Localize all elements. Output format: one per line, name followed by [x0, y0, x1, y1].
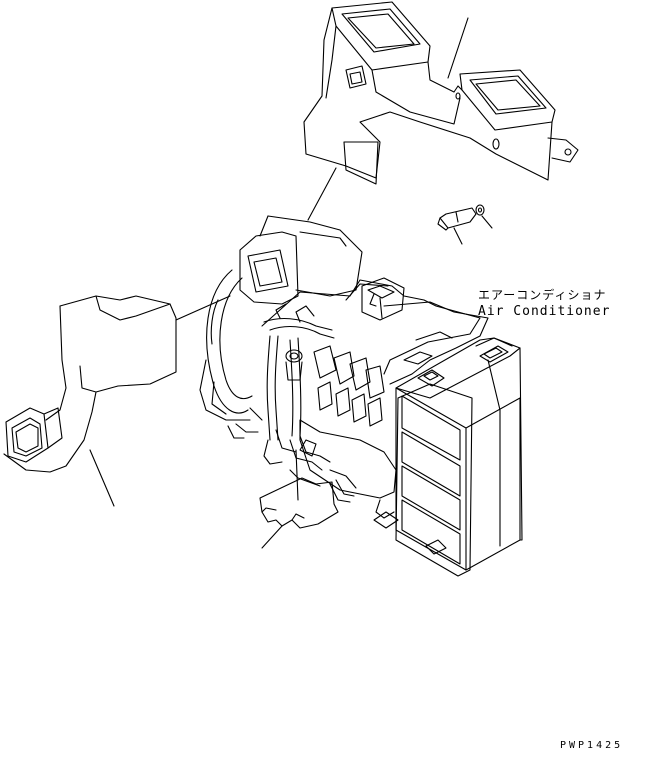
mounting-foot — [227, 425, 245, 439]
bolt-and-washer — [437, 204, 493, 245]
blower-housing — [199, 215, 363, 433]
air-conditioner-unit — [373, 337, 523, 571]
main-unit-body — [261, 277, 489, 577]
component-label-english: Air Conditioner — [478, 304, 611, 319]
upper-air-duct — [303, 1, 579, 185]
left-elbow-duct — [3, 295, 231, 507]
drawing-code: PWP1425 — [560, 740, 624, 751]
duct-leader-line — [307, 167, 337, 221]
filter-cover-plate — [259, 449, 339, 549]
component-label-japanese: エアーコンディショナ — [478, 288, 607, 302]
hoses — [263, 303, 357, 497]
